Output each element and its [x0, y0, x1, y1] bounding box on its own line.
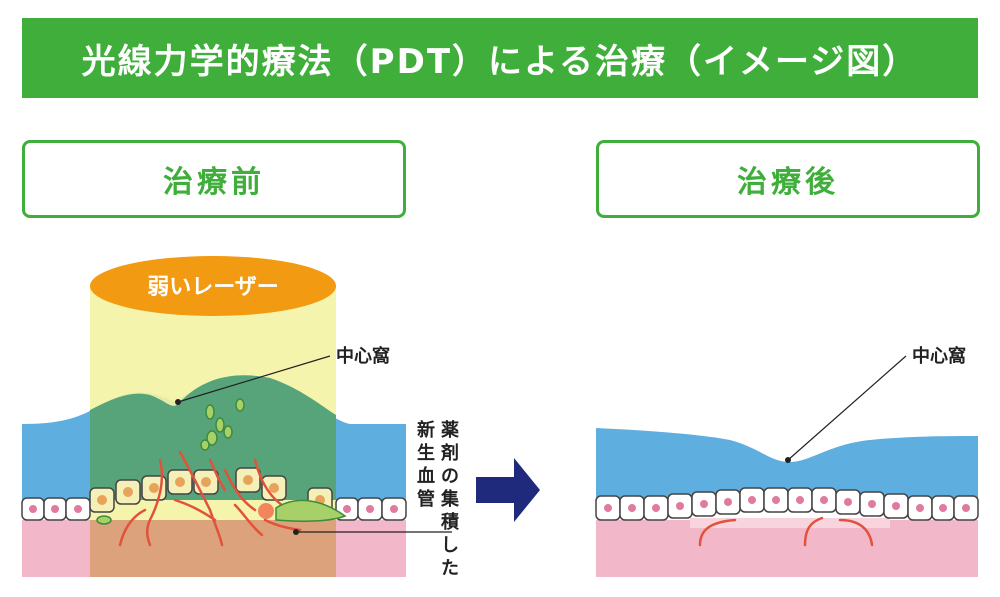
before-treatment-box: 治療前 — [22, 140, 406, 218]
drug-accumulation — [96, 398, 347, 525]
callout-line-after — [787, 355, 907, 461]
rpe-cells-before-right — [335, 497, 407, 521]
svg-text:剤: 剤 — [440, 442, 459, 464]
title-banner: 光線力学的療法（PDT）による治療（イメージ図） — [22, 18, 978, 98]
svg-text:薬: 薬 — [441, 420, 459, 441]
svg-text:集: 集 — [440, 488, 460, 510]
rpe-cells-before-left — [21, 497, 91, 521]
rpe-cells-after — [595, 487, 979, 521]
svg-text:血: 血 — [417, 465, 435, 487]
svg-text:生: 生 — [417, 442, 435, 464]
neovascular-vessels — [118, 450, 302, 547]
activation-glow — [258, 503, 274, 519]
neovascular-label: 新 生 血 管 — [417, 419, 435, 510]
residual-vessels — [698, 516, 874, 547]
svg-text:管: 管 — [417, 488, 435, 510]
fovea-label-before: 中心窩 — [336, 345, 390, 367]
title-text: 光線力学的療法（PDT）による治療（イメージ図） — [81, 41, 919, 82]
drug-marker — [293, 529, 299, 535]
after-treatment-box: 治療後 — [596, 140, 980, 218]
fovea-label-after: 中心窩 — [912, 345, 966, 367]
svg-text:し: し — [441, 535, 459, 556]
healed-band — [690, 518, 890, 528]
svg-text:新: 新 — [417, 419, 435, 441]
before-diagram: 弱いレーザー — [21, 256, 460, 579]
svg-text:積: 積 — [440, 511, 460, 533]
after-diagram: 中心窩 — [595, 345, 979, 577]
fovea-marker-after — [785, 457, 791, 463]
laser-label: 弱いレーザー — [147, 275, 279, 300]
choroid-layer-after — [596, 520, 978, 577]
laser-ellipse — [90, 256, 336, 316]
svg-text:の: の — [441, 466, 459, 487]
after-treatment-label: 治療後 — [737, 165, 839, 200]
retina-layer-after — [596, 428, 978, 500]
drug-label: 薬 剤 の 集 積 し た — [440, 420, 460, 579]
svg-text:た: た — [441, 558, 459, 579]
fovea-marker-before — [175, 399, 181, 405]
arrow-right-icon — [476, 458, 540, 522]
callout-lines-before — [177, 355, 452, 533]
before-treatment-label: 治療前 — [163, 165, 265, 200]
